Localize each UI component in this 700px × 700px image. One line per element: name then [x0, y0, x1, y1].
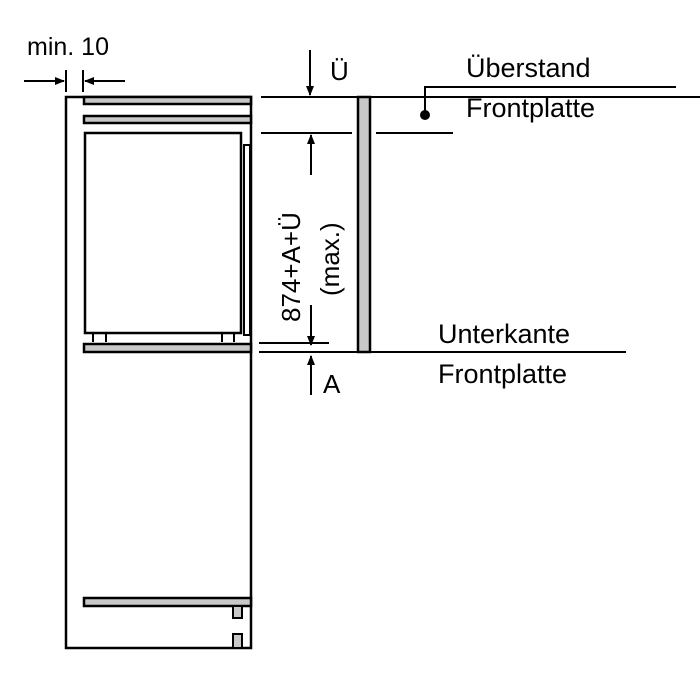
top-shelf	[82, 95, 253, 106]
hinge-block-upper	[232, 605, 243, 619]
second-shelf	[82, 114, 253, 125]
overhang-symbol: Ü	[330, 56, 349, 86]
height-qualifier: (max.)	[315, 222, 345, 296]
bottom-shelf	[82, 596, 253, 608]
overhang-leader	[420, 86, 676, 120]
overhang-label-line2: Frontplatte	[466, 93, 595, 123]
hinge-block-lower	[232, 633, 243, 649]
appliance-body	[83, 131, 243, 335]
appliance-feet	[92, 333, 235, 342]
appliance-door-strip	[243, 144, 251, 336]
bottom-offset-symbol: A	[323, 369, 341, 399]
lower-shelf	[82, 342, 253, 354]
lower-edge-label-line2: Frontplatte	[438, 359, 567, 389]
overhang-label-line1: Überstand	[466, 53, 591, 83]
min-gap-label: min. 10	[27, 33, 109, 61]
height-formula: 874+A+Ü	[276, 212, 306, 322]
cabinet-outline	[64, 95, 253, 650]
lower-edge-label-line1: Unterkante	[438, 319, 570, 349]
min-gap-dimension	[24, 70, 125, 92]
front-panel	[356, 95, 372, 354]
